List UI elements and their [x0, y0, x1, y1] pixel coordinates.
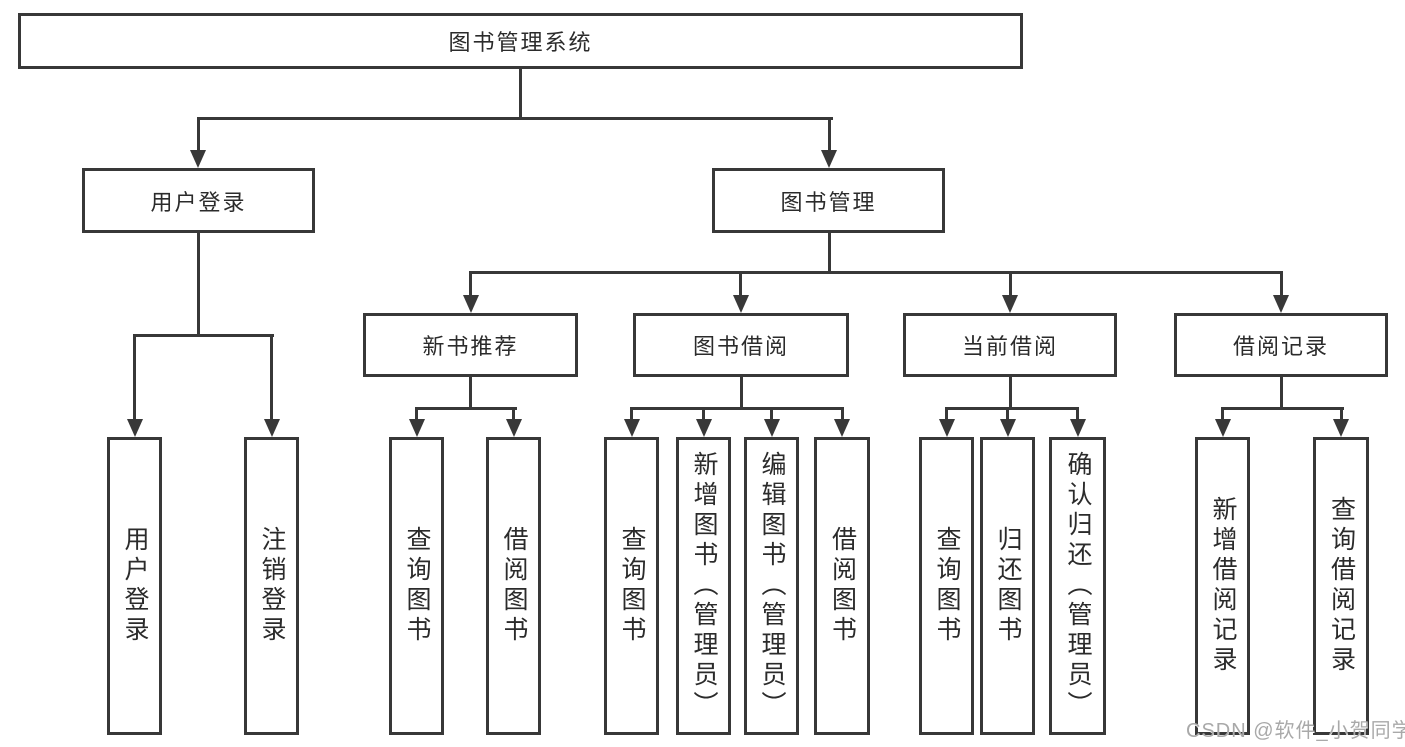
connector-line [770, 408, 773, 422]
connector-line [196, 233, 200, 335]
arrowhead-down-icon [1333, 419, 1349, 437]
connector-line [469, 272, 472, 298]
arrowhead-down-icon [938, 419, 955, 437]
connector-line [827, 233, 831, 272]
leaf-borrow-edit-books-admin: 编辑图书（管理员） [744, 437, 799, 735]
arrowhead-down-icon [1214, 419, 1231, 437]
leaf-current-confirm-return-admin: 确认归还（管理员） [1049, 437, 1106, 735]
connector-line [1006, 408, 1009, 422]
connector-line [469, 270, 1283, 274]
connector-line [512, 408, 515, 422]
arrowhead-down-icon [999, 419, 1016, 437]
leaf-records-query-record: 查询借阅记录 [1313, 437, 1369, 735]
arrowhead-down-icon [623, 419, 640, 437]
arrowhead-down-icon [695, 419, 712, 437]
leaf-borrow-query-books: 查询图书 [604, 437, 659, 735]
node-borrowing-records: 借阅记录 [1174, 313, 1388, 377]
connector-line [133, 335, 136, 421]
arrowhead-down-icon [126, 419, 143, 437]
arrowhead-down-icon [408, 419, 425, 437]
arrowhead-down-icon [821, 150, 837, 168]
leaf-recommend-borrow-books: 借阅图书 [486, 437, 541, 735]
connector-line [415, 408, 418, 422]
connector-line [196, 118, 200, 154]
arrowhead-down-icon [263, 419, 280, 437]
connector-line [415, 406, 517, 410]
leaf-borrow-borrow-books: 借阅图书 [814, 437, 870, 735]
leaf-current-return-books: 归还图书 [980, 437, 1035, 735]
leaf-records-add-record: 新增借阅记录 [1195, 437, 1250, 735]
arrowhead-down-icon [1002, 295, 1018, 313]
node-library-system: 图书管理系统 [18, 13, 1023, 69]
csdn-watermark: CSDN @软件_小贺同学 [1186, 720, 1405, 742]
connector-line [270, 335, 273, 421]
connector-line [1279, 377, 1283, 408]
arrowhead-down-icon [505, 419, 522, 437]
connector-line [133, 333, 274, 337]
connector-line [1221, 408, 1224, 422]
arrowhead-down-icon [462, 295, 479, 313]
connector-line [1339, 408, 1343, 422]
connector-line [630, 406, 844, 410]
leaf-borrow-add-books-admin: 新增图书（管理员） [676, 437, 731, 735]
leaf-logout: 注销登录 [244, 437, 299, 735]
connector-line [827, 118, 831, 154]
connector-line [1221, 406, 1344, 410]
connector-line [1279, 272, 1283, 298]
connector-line [840, 408, 844, 422]
arrowhead-down-icon [1273, 295, 1289, 313]
node-new-book-recommend: 新书推荐 [363, 313, 578, 377]
leaf-user-login: 用户登录 [107, 437, 162, 735]
node-current-borrowing: 当前借阅 [903, 313, 1117, 377]
node-book-borrowing: 图书借阅 [633, 313, 849, 377]
connector-line [702, 408, 705, 422]
connector-line [739, 377, 743, 408]
connector-line [196, 116, 833, 120]
node-book-management: 图书管理 [712, 168, 945, 233]
connector-line [518, 68, 522, 118]
arrowhead-down-icon [1069, 419, 1086, 437]
connector-line [1008, 272, 1012, 298]
arrowhead-down-icon [190, 150, 206, 168]
arrowhead-down-icon [732, 295, 749, 313]
node-user-login: 用户登录 [82, 168, 315, 233]
connector-line [1008, 377, 1012, 408]
leaf-recommend-query-books: 查询图书 [389, 437, 444, 735]
connector-line [739, 272, 742, 298]
connector-line [945, 408, 948, 422]
connector-line [1076, 408, 1079, 422]
arrowhead-down-icon [763, 419, 780, 437]
arrowhead-down-icon [834, 419, 850, 437]
leaf-current-query-books: 查询图书 [919, 437, 974, 735]
connector-line [945, 406, 1079, 410]
connector-line [469, 377, 472, 408]
connector-line [630, 408, 633, 422]
